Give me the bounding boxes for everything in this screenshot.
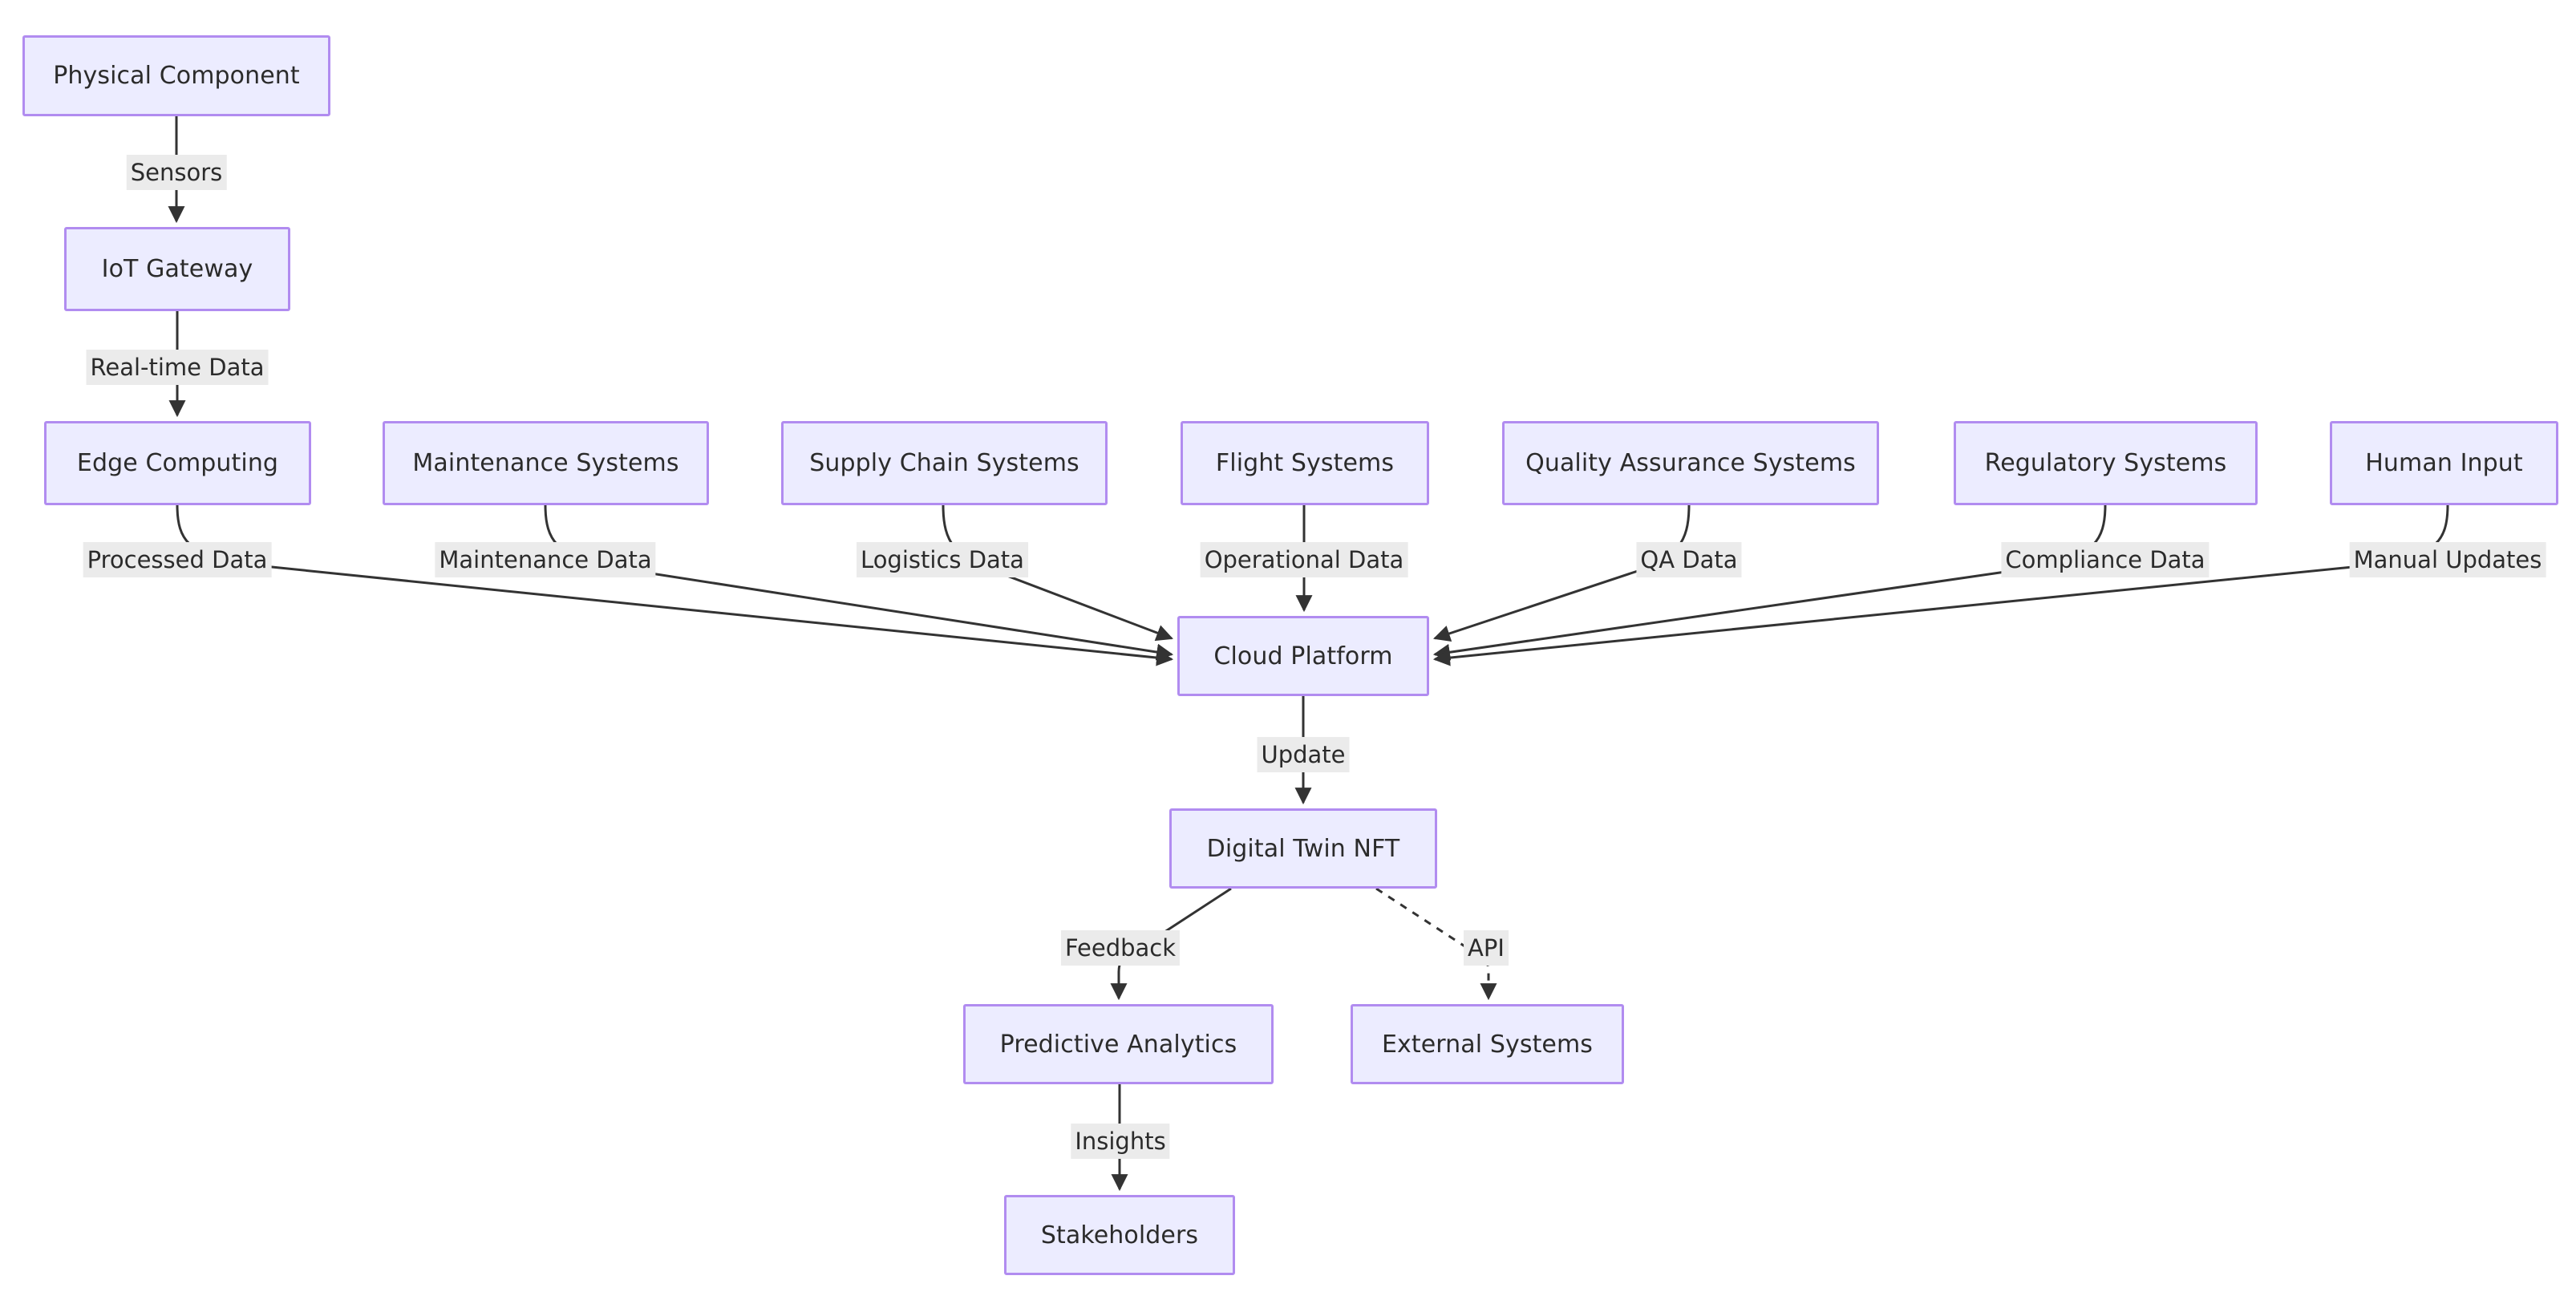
edge-label-manual-updates: Manual Updates xyxy=(2349,542,2546,577)
edge-label-compliance-data: Compliance Data xyxy=(2001,542,2209,577)
node-flight-systems[interactable]: Flight Systems xyxy=(1181,421,1429,505)
node-label: Quality Assurance Systems xyxy=(1525,449,1856,477)
edge-label-logistics-data: Logistics Data xyxy=(857,542,1028,577)
node-stakeholders[interactable]: Stakeholders xyxy=(1004,1195,1235,1275)
edge-label-insights: Insights xyxy=(1071,1124,1170,1159)
edge-label-sensors: Sensors xyxy=(126,155,227,190)
node-label: Physical Component xyxy=(53,62,300,90)
node-human-input[interactable]: Human Input xyxy=(2330,421,2558,505)
edge-processed-data xyxy=(176,504,1174,666)
node-label: Predictive Analytics xyxy=(999,1030,1237,1059)
node-label: Regulatory Systems xyxy=(1984,449,2227,477)
node-label: Supply Chain Systems xyxy=(809,449,1079,477)
edge-label-feedback: Feedback xyxy=(1060,930,1181,966)
node-edge-computing[interactable]: Edge Computing xyxy=(44,421,311,505)
node-cloud-platform[interactable]: Cloud Platform xyxy=(1177,616,1429,696)
edge-maintenance-data xyxy=(544,504,1174,661)
edge-label-api: API xyxy=(1464,930,1509,966)
edge-label-realtime-data: Real-time Data xyxy=(86,350,269,385)
node-maintenance-systems[interactable]: Maintenance Systems xyxy=(383,421,709,505)
node-label: IoT Gateway xyxy=(101,255,253,283)
edge-label-update: Update xyxy=(1257,737,1350,772)
node-label: Digital Twin NFT xyxy=(1206,834,1400,863)
node-digital-twin-nft[interactable]: Digital Twin NFT xyxy=(1169,808,1437,889)
edge-label-processed-data: Processed Data xyxy=(83,542,272,577)
node-predictive-analytics[interactable]: Predictive Analytics xyxy=(963,1004,1274,1084)
edge-label-maintenance-data: Maintenance Data xyxy=(435,542,656,577)
node-label: External Systems xyxy=(1381,1030,1594,1059)
edge-manual-updates xyxy=(1432,504,2449,666)
node-regulatory-systems[interactable]: Regulatory Systems xyxy=(1954,421,2258,505)
node-quality-assurance-systems[interactable]: Quality Assurance Systems xyxy=(1502,421,1879,505)
node-label: Human Input xyxy=(2365,449,2523,477)
node-label: Maintenance Systems xyxy=(412,449,679,477)
node-label: Edge Computing xyxy=(76,449,279,477)
node-label: Flight Systems xyxy=(1215,449,1395,477)
edge-label-operational-data: Operational Data xyxy=(1200,542,1408,577)
edge-compliance-data xyxy=(1432,504,2107,661)
node-physical-component[interactable]: Physical Component xyxy=(22,35,330,116)
edge-label-qa-data: QA Data xyxy=(1636,542,1742,577)
node-label: Cloud Platform xyxy=(1213,642,1393,670)
node-supply-chain-systems[interactable]: Supply Chain Systems xyxy=(781,421,1108,505)
node-label: Stakeholders xyxy=(1040,1221,1199,1249)
node-iot-gateway[interactable]: IoT Gateway xyxy=(64,227,290,311)
node-external-systems[interactable]: External Systems xyxy=(1351,1004,1624,1084)
